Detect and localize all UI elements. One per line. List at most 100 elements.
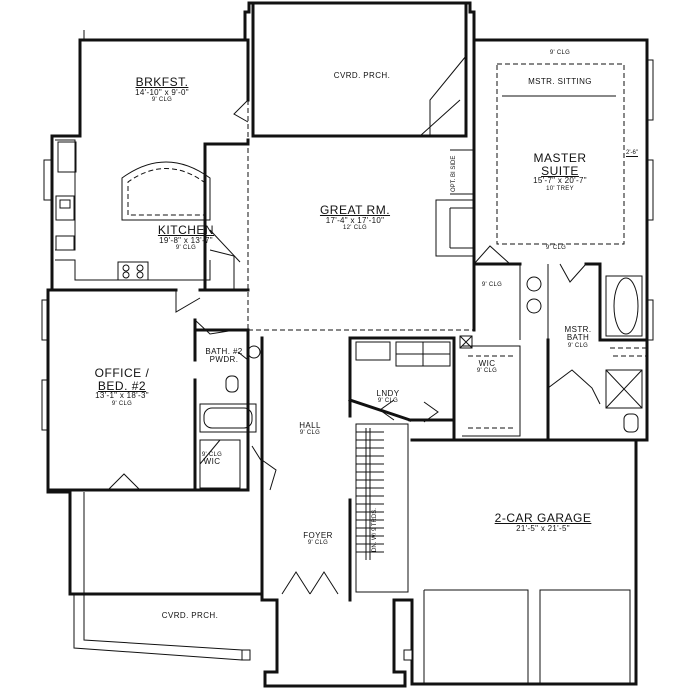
label-office: OFFICE / BED. #2 13'-1" x 18'-3" 9' CLG (95, 367, 150, 407)
room-name: MSTR. SITTING (528, 77, 592, 86)
bench (610, 347, 647, 357)
door-swing (423, 401, 439, 423)
wall (348, 398, 456, 422)
label-foyer: FOYER 9' CLG (303, 531, 333, 547)
room-ceiling: 9' CLG (567, 342, 589, 349)
stair-treads (356, 431, 384, 553)
room-name: GREAT RM. (319, 203, 391, 217)
toilet-icon (225, 375, 239, 393)
wall (209, 229, 241, 263)
door-swing (209, 249, 235, 290)
kitchen-island (121, 161, 211, 221)
room-ceiling: 9' CLG (481, 282, 503, 288)
label-garage: 2-CAR GARAGE 21'-5" x 21'-5" (495, 512, 592, 533)
door-swing (233, 99, 249, 123)
label-laundry: LNDY 9' CLG (376, 389, 400, 405)
wall (251, 2, 468, 138)
tub-surround (605, 275, 643, 337)
door-swing (418, 99, 466, 137)
door-swing (547, 369, 601, 405)
room-name: SUITE (541, 163, 579, 178)
porch-post (403, 649, 413, 661)
wall (519, 264, 549, 340)
closet (199, 439, 241, 489)
wall (203, 138, 250, 292)
shower-icon (605, 369, 643, 409)
door-swing (107, 473, 141, 491)
closet (462, 345, 521, 437)
label-breakfast: BRKFST. 14'-10" x 9'-0" 9' CLG (135, 76, 189, 103)
door-swing (261, 459, 277, 491)
room-dims: 21'-5" x 21'-5" (516, 523, 570, 533)
room-ceiling: 9' CLG (476, 368, 498, 375)
sink-icon (247, 345, 261, 359)
room-name: FOYER (303, 531, 333, 540)
fireplace (449, 207, 474, 249)
porch-post (241, 649, 251, 661)
room-ceiling: 12' CLG (343, 224, 367, 231)
dishwasher-icon (55, 235, 75, 251)
room-ceiling: 9' CLG (175, 244, 197, 251)
room-name: CVRD. PRCH. (161, 611, 219, 620)
sink-icon (526, 276, 542, 292)
room-dims: 15'-7" x 20'-7" (533, 176, 587, 186)
stairs (355, 423, 409, 593)
room-name: CVRD. PRCH. (333, 71, 391, 80)
island-overhang (127, 168, 205, 216)
label-hall-side-clg: 9' CLG (482, 282, 502, 288)
door-swing (175, 290, 201, 313)
tub-icon (613, 277, 639, 335)
label-master-suite: MASTER SUITE 15'-7" x 20'-7" 10' TREY (533, 152, 587, 192)
label-front-porch: CVRD. PRCH. (161, 611, 219, 620)
room-ceiling: 9' CLG (549, 50, 571, 56)
label-master-clg-bottom: 9' CLG (546, 245, 566, 251)
room-ceiling: 9' CLG (545, 245, 567, 251)
washer-dryer (396, 342, 450, 366)
room-name: HALL (299, 421, 321, 430)
wall (584, 262, 649, 342)
room-name: LNDY (376, 389, 400, 398)
room-name: MSTR. (564, 325, 592, 334)
sink-icon (55, 195, 75, 221)
label-master-clg-top: 9' CLG (550, 50, 570, 56)
room-name: BED. #2 (97, 378, 147, 393)
porch-edge (73, 595, 243, 661)
label-office-wic: 9' CLG WIC (202, 452, 222, 467)
stair-note: DN. W/ 9 TRDS. (372, 508, 378, 552)
room-name: WIC (478, 359, 496, 368)
room-name: PWDR. (209, 355, 239, 365)
room-ceiling: 10' TREY (546, 185, 574, 192)
chase-icon (459, 335, 473, 349)
wall (452, 378, 550, 442)
room-ceiling: 9' CLG (111, 400, 133, 407)
tub-icon (203, 407, 253, 429)
trey-ceiling (496, 63, 625, 245)
stairs (365, 428, 371, 560)
label-master-sitting: MSTR. SITTING (528, 77, 592, 86)
wall (193, 328, 250, 492)
room-dims: 14'-10" x 9'-0" (135, 87, 189, 97)
room-name: BATH (566, 333, 590, 343)
room-ceiling: 9' CLG (307, 540, 329, 547)
wall (83, 30, 246, 40)
room-dims: 19'-8" x 13'-7" (159, 235, 213, 245)
fridge-icon (57, 141, 77, 173)
label-hall: HALL 9' CLG (299, 421, 321, 437)
door-swing (559, 263, 587, 283)
room-name: BRKFST. (135, 75, 189, 89)
room-name: OFFICE / (94, 366, 150, 380)
room-dims: 13'-1" x 18'-3" (95, 391, 149, 401)
counter (55, 259, 211, 281)
range-icon (117, 261, 149, 281)
room-ceiling: 9' CLG (299, 430, 321, 437)
dim-note: 2'-6" (626, 150, 638, 157)
exterior-wall (46, 1, 649, 688)
room-name: 2-CAR GARAGE (494, 511, 592, 525)
toilet-icon (623, 413, 639, 433)
door-swing (379, 399, 395, 421)
room-ceiling: 9' CLG (377, 398, 399, 405)
label-master-bath: MSTR. BATH 9' CLG (564, 325, 592, 349)
sink-icon (59, 199, 71, 209)
label-kitchen: KITCHEN 19'-8" x 13'-7" 9' CLG (158, 224, 214, 251)
cabinet (355, 341, 391, 361)
